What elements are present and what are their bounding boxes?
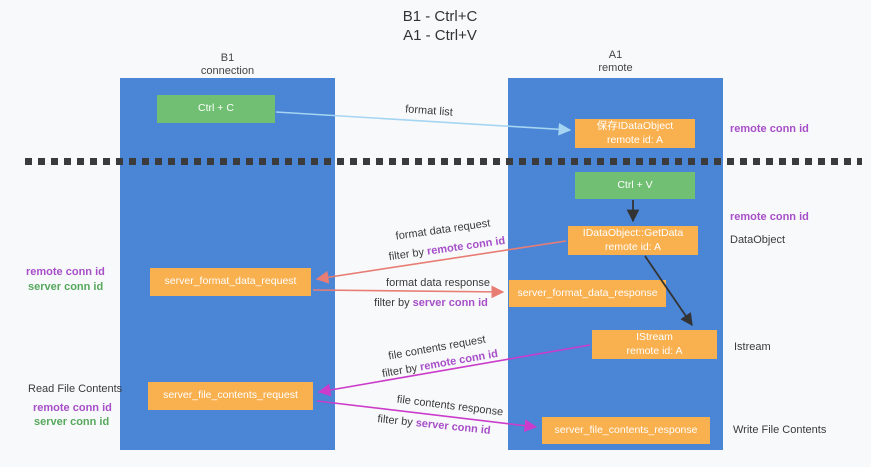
label-file-contents-response: file contents response: [396, 393, 504, 419]
ctrl-c-box: Ctrl + C: [157, 95, 275, 123]
lifeline-b1-title: B1: [220, 52, 235, 64]
lifeline-header-b1: B1 connection: [120, 52, 335, 78]
lifeline-a1-title: A1: [608, 49, 623, 61]
lifeline-a1-subtitle: remote: [598, 62, 633, 74]
server-file-contents-request-box: server_file_contents_request: [148, 382, 313, 410]
server-format-data-request-label: server_format_data_request: [164, 275, 297, 288]
lifeline-b1-subtitle: connection: [200, 65, 255, 77]
label-filter-server-1: filter by server conn id: [374, 297, 488, 309]
ctrl-v-box: Ctrl + V: [575, 172, 695, 199]
server-file-contents-response-box: server_file_contents_response: [542, 417, 710, 444]
label-format-list: format list: [404, 103, 454, 119]
title-line-2: A1 - Ctrl+V: [403, 27, 477, 44]
istream-line1: IStream: [636, 331, 673, 344]
diagram-title: B1 - Ctrl+C A1 - Ctrl+V: [0, 7, 871, 45]
istream-box: IStream remote id: A: [592, 330, 717, 359]
arrow-format-data-response: [312, 285, 505, 299]
server-file-contents-response-label: server_file_contents_response: [554, 423, 698, 436]
label-filter-server-2: filter by server conn id: [377, 413, 491, 437]
right-istream-label: Istream: [734, 341, 771, 353]
save-idataobject-line2: remote id: A: [606, 133, 664, 146]
server-format-data-response-label: server_format_data_response: [517, 286, 658, 299]
save-idataobject-line1: 保存IDataObject: [596, 120, 674, 133]
ctrl-v-label: Ctrl + V: [617, 178, 653, 191]
server-file-contents-request-label: server_file_contents_request: [163, 389, 298, 402]
filter-by-text: filter by: [374, 297, 410, 309]
idataobject-getdata-box: IDataObject::GetData remote id: A: [568, 226, 698, 255]
getdata-line1: IDataObject::GetData: [582, 227, 684, 240]
left-remote-conn-id-bottom: remote conn id: [33, 402, 112, 414]
server-conn-id-text: server conn id: [415, 417, 492, 437]
server-format-data-request-box: server_format_data_request: [150, 268, 311, 296]
title-line-1: B1 - Ctrl+C: [402, 8, 478, 25]
filter-by-text: filter by: [388, 246, 425, 264]
save-idataobject-box: 保存IDataObject remote id: A: [575, 119, 695, 148]
filter-by-text: filter by: [376, 413, 414, 429]
server-format-data-response-box: server_format_data_response: [509, 280, 666, 307]
ctrl-c-label: Ctrl + C: [198, 102, 234, 115]
lifeline-header-a1: A1 remote: [508, 49, 723, 75]
right-write-file-contents-label: Write File Contents: [733, 424, 827, 436]
right-dataobject-label: DataObject: [730, 234, 786, 246]
istream-line2: remote id: A: [626, 344, 683, 357]
left-server-conn-id-bottom: server conn id: [34, 416, 110, 428]
getdata-line2: remote id: A: [604, 240, 662, 253]
server-conn-id-text: server conn id: [412, 297, 488, 309]
left-read-file-contents-label: Read File Contents: [28, 383, 123, 395]
filter-by-text: filter by: [381, 362, 419, 381]
right-remote-conn-id-mid: remote conn id: [730, 211, 809, 223]
dashed-separator-line: [25, 158, 862, 165]
left-remote-conn-id-top: remote conn id: [26, 266, 105, 278]
left-server-conn-id-top: server conn id: [28, 281, 104, 293]
label-format-data-response: format data response: [386, 277, 490, 289]
right-remote-conn-id-top: remote conn id: [730, 123, 809, 135]
remote-conn-id-text: remote conn id: [426, 234, 506, 258]
